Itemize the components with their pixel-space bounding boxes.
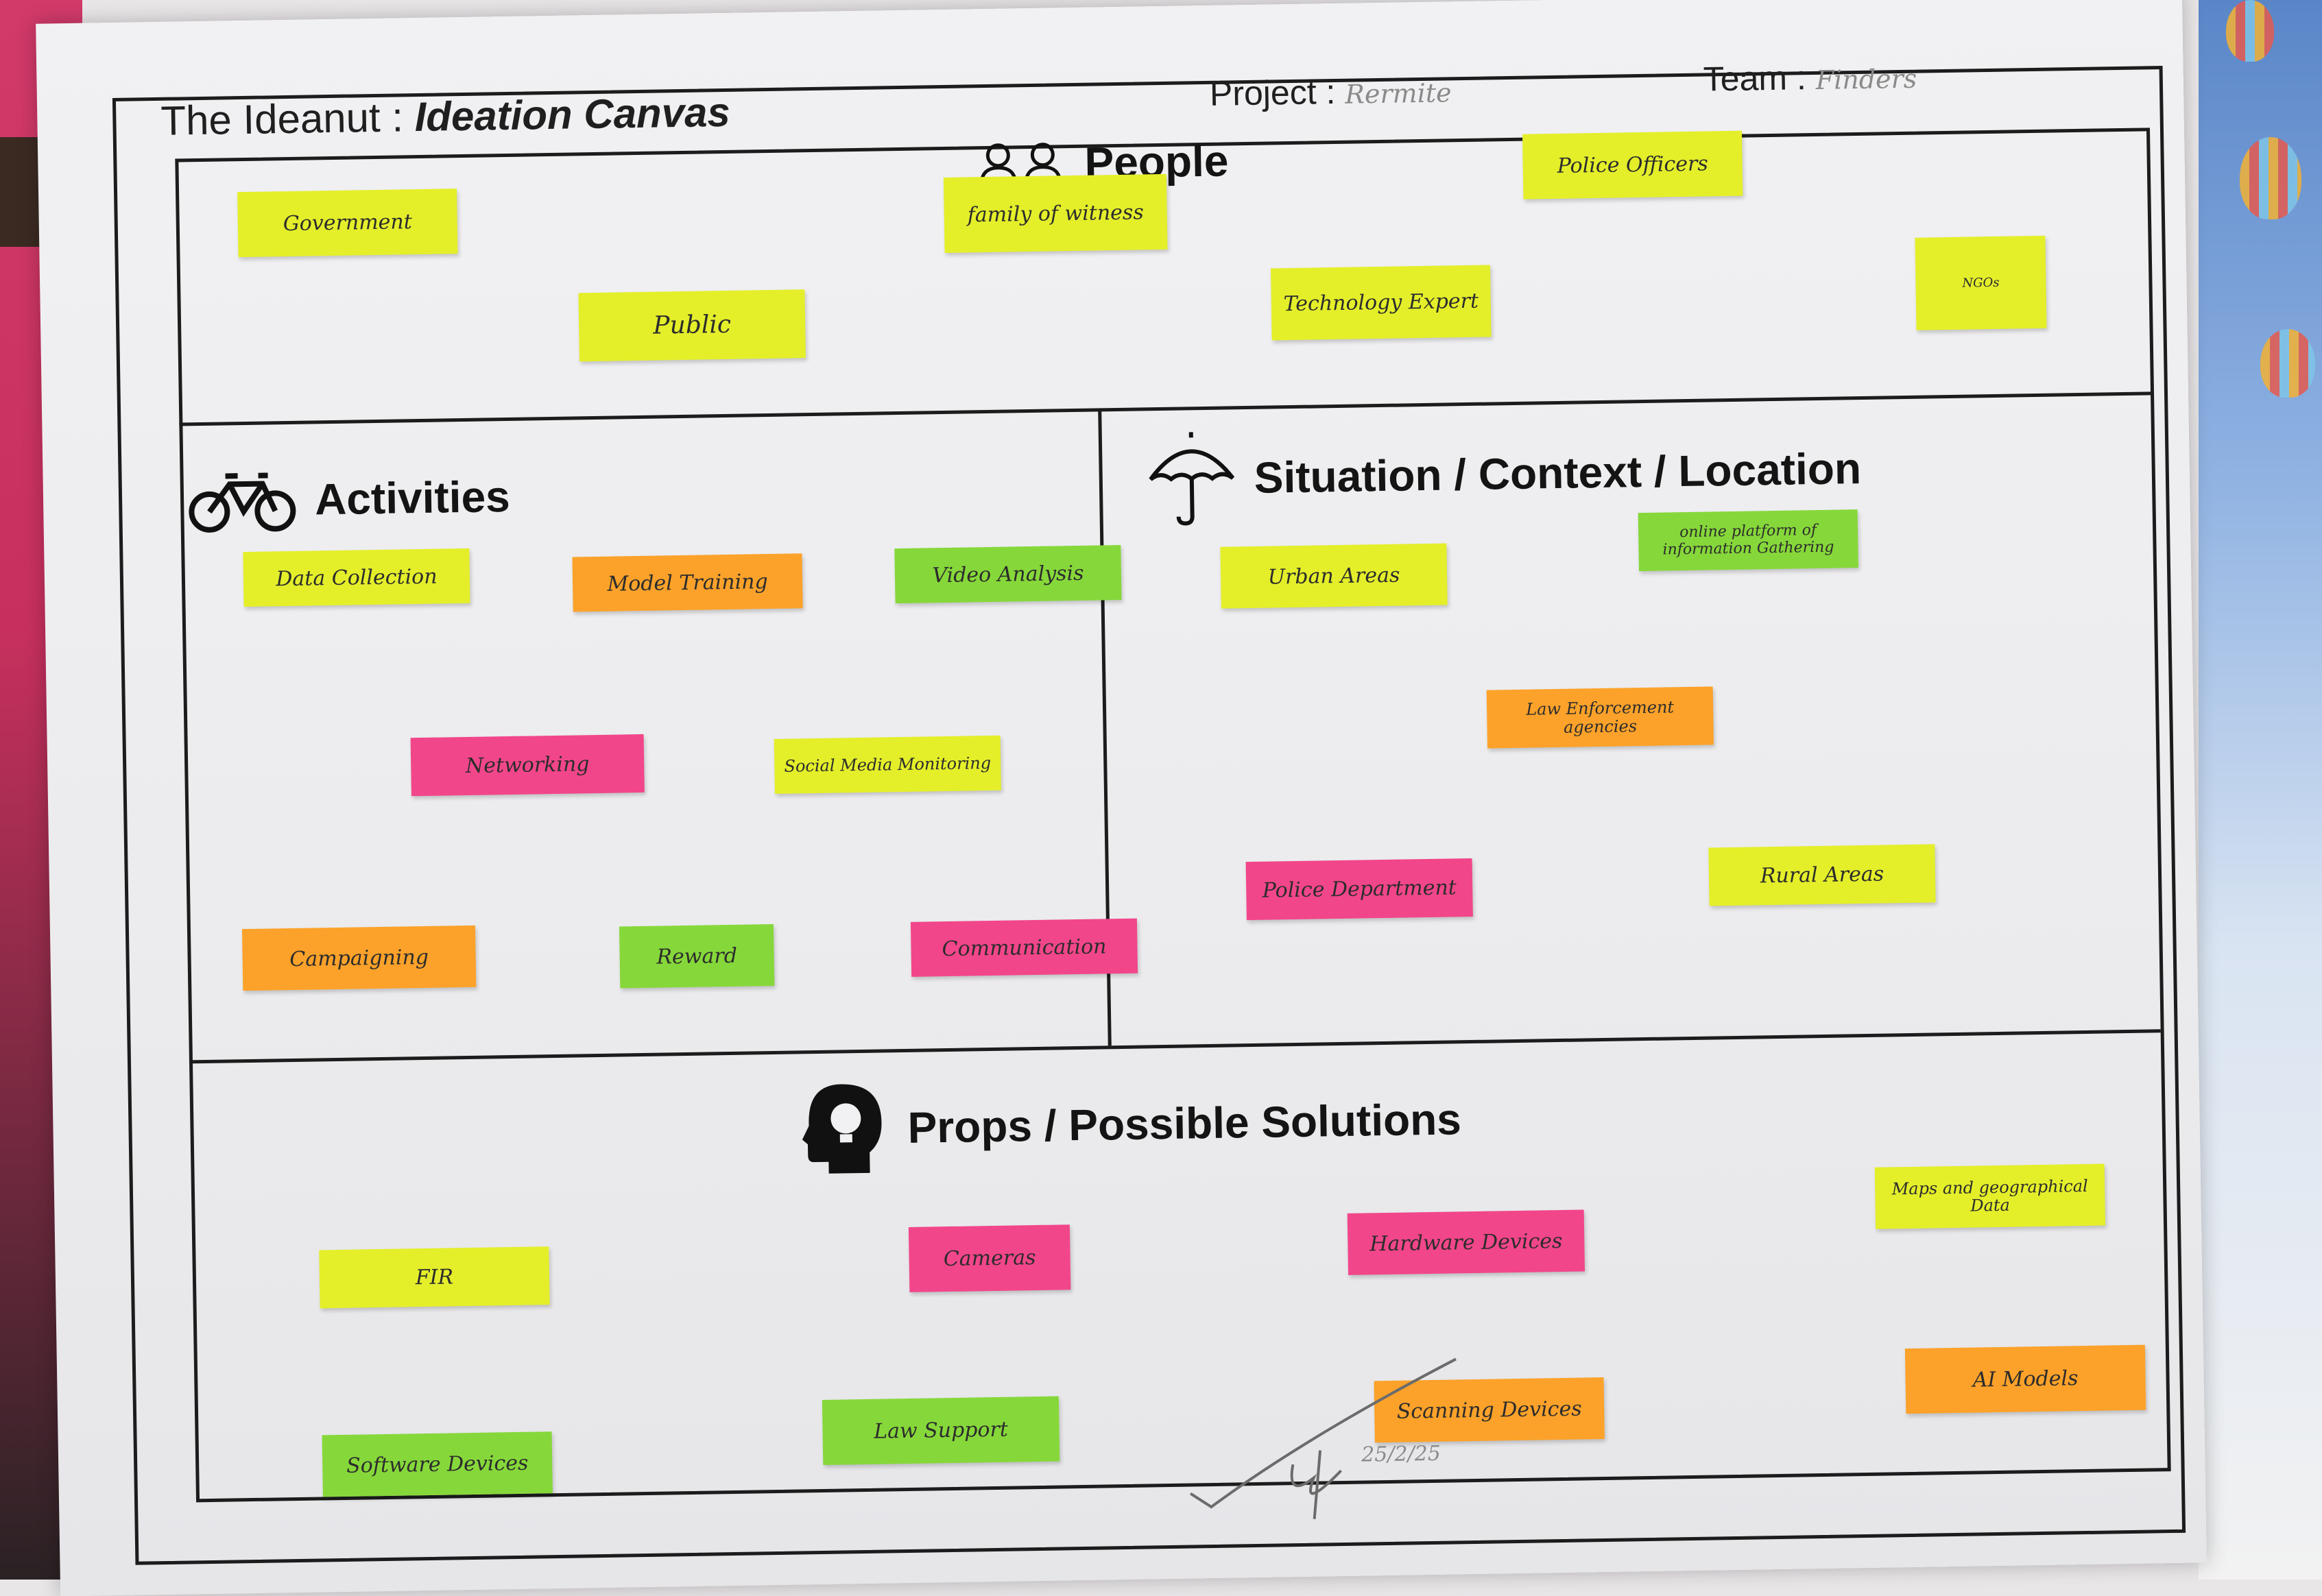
signature: 25/2/25 xyxy=(1181,1331,1472,1532)
head-lightbulb-icon xyxy=(802,1084,882,1174)
sticky-note: Data Collection xyxy=(243,548,470,607)
canvas-title: Ideation Canvas xyxy=(414,88,731,141)
team-label: Team : xyxy=(1703,58,1807,99)
sticky-note: Video Analysis xyxy=(894,544,1122,604)
sticky-note: Social Media Monitoring xyxy=(774,735,1001,794)
sticky-note: Campaigning xyxy=(241,925,477,991)
bicycle-icon xyxy=(189,472,296,533)
sticky-note: Law Support xyxy=(822,1396,1060,1465)
sticky-note: Communication xyxy=(910,918,1138,977)
balloon-decoration xyxy=(2240,137,2301,219)
signature-scribble xyxy=(1189,1357,1457,1519)
sticky-note: Reward xyxy=(619,923,775,989)
team-field: Team : Finders xyxy=(1703,56,1917,99)
balloon-decoration xyxy=(2226,0,2274,62)
sticky-note: Hardware Devices xyxy=(1347,1209,1585,1275)
sticky-note: Rural Areas xyxy=(1708,844,1936,906)
sticky-note: AI Models xyxy=(1904,1344,2146,1414)
project-field: Project : Rermite xyxy=(1210,70,1452,114)
signature-date: 25/2/25 xyxy=(1361,1441,1441,1467)
background-right xyxy=(2199,0,2322,1580)
activities-section-title: Activities xyxy=(187,462,510,535)
sticky-note: Public xyxy=(578,289,806,362)
project-label: Project : xyxy=(1209,72,1336,113)
sticky-note: Law Enforcement agencies xyxy=(1486,686,1714,749)
ideation-canvas-sheet: The Ideanut : Ideation Canvas Project : … xyxy=(36,0,2207,1596)
props-title: Props / Possible Solutions xyxy=(907,1094,1462,1152)
sticky-note: Software Devices xyxy=(322,1431,553,1497)
balloon-decoration xyxy=(2260,329,2315,398)
sticky-note: Cameras xyxy=(908,1224,1071,1292)
sticky-note: family of witness xyxy=(943,173,1168,253)
team-value: Finders xyxy=(1815,63,1917,95)
sticky-note: NGOs xyxy=(1915,235,2047,330)
situation-title: Situation / Context / Location xyxy=(1254,443,1862,503)
sticky-note: Government xyxy=(237,189,458,258)
sticky-note: online platform of information Gathering xyxy=(1638,509,1858,572)
activities-title: Activities xyxy=(314,471,511,524)
sticky-note: Police Officers xyxy=(1522,130,1743,200)
sticky-note: Technology Expert xyxy=(1271,265,1492,341)
sticky-note: Police Department xyxy=(1245,858,1473,921)
project-value: Rermite xyxy=(1344,77,1452,110)
sticky-note: Model Training xyxy=(572,553,803,612)
sticky-note: FIR xyxy=(319,1246,550,1309)
canvas-header: The Ideanut : Ideation Canvas xyxy=(160,88,730,145)
sticky-note: Networking xyxy=(410,734,645,797)
brand-name: The Ideanut : xyxy=(160,94,404,144)
sticky-note: Urban Areas xyxy=(1220,543,1448,609)
props-section-title: Props / Possible Solutions xyxy=(800,1071,1462,1177)
situation-section-title: Situation / Context / Location xyxy=(1147,420,1862,527)
sticky-note: Maps and geographical Data xyxy=(1874,1163,2106,1229)
umbrella-icon xyxy=(1149,432,1235,526)
